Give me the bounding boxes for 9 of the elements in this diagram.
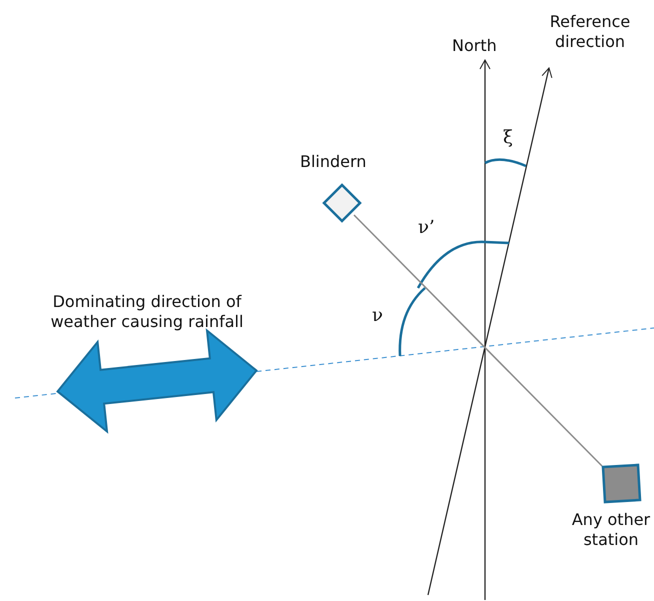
angle-label: ν’	[418, 218, 435, 238]
axis-label: Reference direction	[548, 12, 632, 52]
axis-label: North	[452, 36, 497, 56]
station-label: Blindern	[300, 152, 366, 172]
angle-label: ν	[372, 306, 383, 326]
direction-caption: Dominating direction of weather causing rainfall	[50, 292, 244, 332]
connector-line	[353, 214, 603, 467]
station-label: Any other station	[570, 510, 652, 550]
angle-label: ξ	[503, 128, 513, 148]
